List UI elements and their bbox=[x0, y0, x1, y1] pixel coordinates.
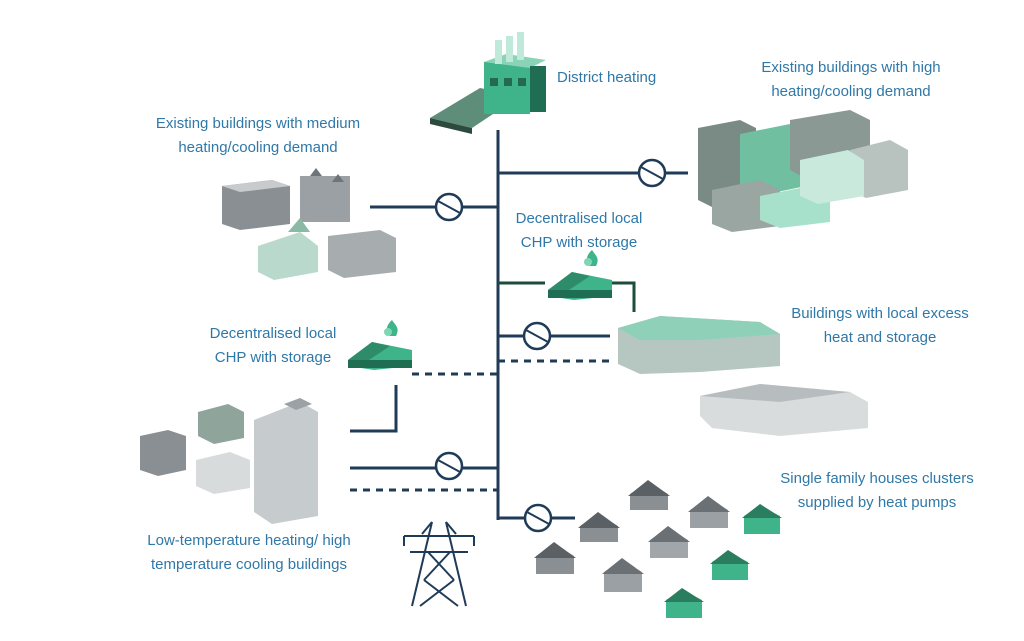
label-line: heat and storage bbox=[823, 329, 937, 346]
building-cluster-icon bbox=[140, 398, 318, 524]
label-line: Decentralised local bbox=[209, 325, 337, 342]
branch-chp-center bbox=[498, 281, 636, 312]
label-line: Existing buildings with high bbox=[761, 59, 941, 76]
building-cluster-icon bbox=[618, 316, 868, 436]
heat-exchanger-icon bbox=[523, 503, 553, 533]
factory-icon bbox=[430, 32, 546, 134]
building-cluster-icon bbox=[222, 168, 396, 280]
label-line: District heating bbox=[557, 69, 657, 86]
label-line: CHP with storage bbox=[214, 349, 332, 366]
branch-low-temp-supply bbox=[350, 385, 398, 433]
house-icon bbox=[534, 480, 782, 618]
heat-exchanger-icon bbox=[434, 451, 464, 481]
label-chp-center: Decentralised local CHP with storage bbox=[504, 207, 654, 255]
label-line: Existing buildings with medium bbox=[155, 115, 361, 132]
label-line: supplied by heat pumps bbox=[797, 494, 957, 511]
label-line: Buildings with local excess bbox=[791, 305, 969, 322]
label-district-heating: District heating bbox=[557, 66, 656, 90]
chp-plant-icon bbox=[348, 320, 412, 370]
label-existing-medium: Existing buildings with medium heating/c… bbox=[138, 112, 378, 160]
label-line: Decentralised local bbox=[515, 210, 643, 227]
label-low-temp: Low-temperature heating/ high temperatur… bbox=[128, 529, 370, 577]
label-existing-high: Existing buildings with high heating/coo… bbox=[742, 56, 960, 104]
label-line: Low-temperature heating/ high bbox=[147, 532, 351, 549]
heat-exchanger-icon bbox=[637, 158, 667, 188]
label-single-family: Single family houses clusters supplied b… bbox=[764, 467, 990, 515]
power-pylon-icon bbox=[403, 521, 475, 607]
label-line: heating/cooling demand bbox=[771, 83, 931, 100]
label-line: heating/cooling demand bbox=[178, 139, 338, 156]
label-chp-left: Decentralised local CHP with storage bbox=[198, 322, 348, 370]
label-line: CHP with storage bbox=[520, 234, 638, 251]
label-line: temperature cooling buildings bbox=[151, 556, 347, 573]
label-excess-heat: Buildings with local excess heat and sto… bbox=[776, 302, 984, 350]
chp-plant-icon bbox=[548, 250, 612, 300]
building-cluster-icon bbox=[698, 110, 908, 232]
heat-exchanger-icon bbox=[434, 192, 464, 222]
heat-exchanger-icon bbox=[522, 321, 552, 351]
label-line: Single family houses clusters bbox=[780, 470, 974, 487]
